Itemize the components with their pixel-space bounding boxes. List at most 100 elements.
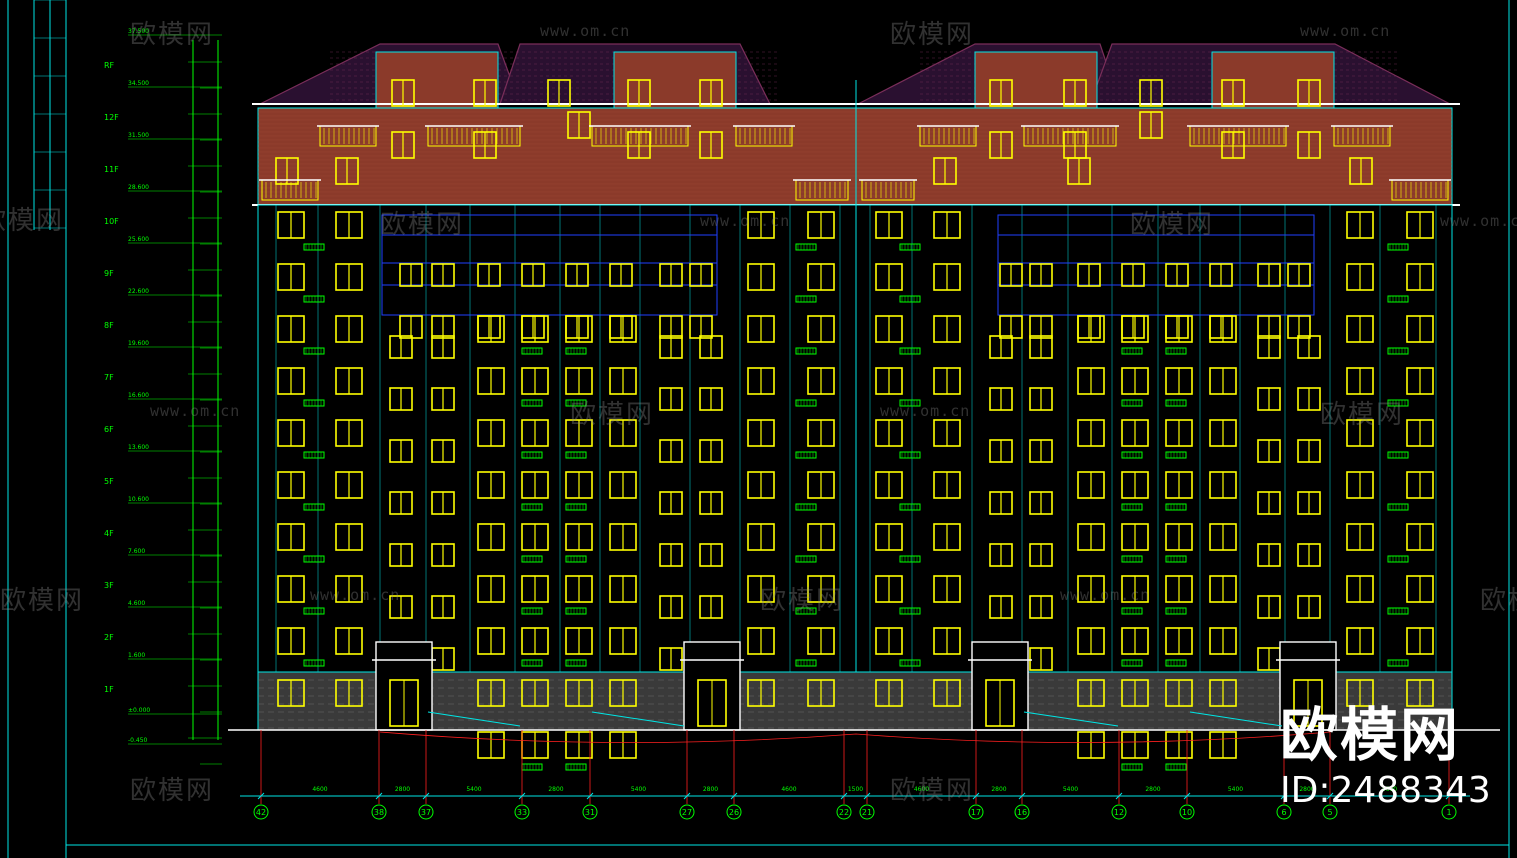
floor-label: 11F xyxy=(104,165,119,174)
balcony-rail xyxy=(565,763,587,771)
dimension-label: 2800 xyxy=(395,786,410,793)
axis-label: 27 xyxy=(682,808,692,817)
balcony-rail xyxy=(1165,503,1187,511)
brand-id: ID:2488343 xyxy=(1280,770,1491,811)
balcony-rail xyxy=(565,659,587,667)
brick-upper-floors xyxy=(257,107,1453,206)
balcony-rail xyxy=(899,503,921,511)
elevation-label: 19.600 xyxy=(128,340,149,347)
dimension-tick xyxy=(1445,792,1453,800)
balcony-rail xyxy=(1387,503,1409,511)
dimension-tick xyxy=(1115,792,1123,800)
elevation-scale: RF12F11F10F9F8F7F6F5F4F3F2F1F37.50034.50… xyxy=(104,28,222,765)
elevation-label: 28.600 xyxy=(128,184,149,191)
floor-label: 5F xyxy=(104,477,114,486)
balcony-rail xyxy=(795,243,817,251)
dimension-tick xyxy=(518,792,526,800)
axis-bubble xyxy=(1322,804,1338,820)
balcony-rail xyxy=(303,607,325,615)
dimension-label: 2800 xyxy=(991,786,1006,793)
dimension-label: 2800 xyxy=(703,786,718,793)
axis-label: 38 xyxy=(374,808,384,817)
dimension-tick xyxy=(586,792,594,800)
floor-label: RF xyxy=(104,61,115,70)
dimension-label: 1500 xyxy=(848,786,863,793)
dimension-label: 4600 xyxy=(312,786,327,793)
brand-badge: 欧模网 ID:2488343 xyxy=(1280,700,1500,812)
watermark-url: www.om.cn xyxy=(150,402,241,420)
balcony-rail xyxy=(899,295,921,303)
balcony-rail xyxy=(1121,607,1143,615)
watermark-text: 欧模网 xyxy=(760,586,845,616)
elevation-label: 7.600 xyxy=(128,548,145,555)
dimension-tick xyxy=(422,792,430,800)
axis-bubble xyxy=(1276,804,1292,820)
dimension-label: 4600 xyxy=(1382,786,1397,793)
balcony-rail xyxy=(795,347,817,355)
dimension-tick xyxy=(972,792,980,800)
dimension-label: 4600 xyxy=(781,786,796,793)
balcony-rail xyxy=(1387,347,1409,355)
dimension-label: 5400 xyxy=(1063,786,1078,793)
floor-label: 7F xyxy=(104,373,114,382)
axis-bubble xyxy=(968,804,984,820)
floor-label: 12F xyxy=(104,113,119,122)
balcony-rail xyxy=(565,347,587,355)
balcony-rail xyxy=(795,607,817,615)
watermark-url: www.om.cn xyxy=(1440,212,1517,230)
balcony-rail xyxy=(303,243,325,251)
dimension-label: 5400 xyxy=(631,786,646,793)
elevation-label: 13.600 xyxy=(128,444,149,451)
floor-label: 10F xyxy=(104,217,119,226)
balcony-rail xyxy=(899,607,921,615)
balcony-rail xyxy=(795,503,817,511)
elevation-label: 10.600 xyxy=(128,496,149,503)
elevation-label: 37.500 xyxy=(128,28,149,35)
balcony-rail xyxy=(1387,295,1409,303)
balcony-rail xyxy=(795,399,817,407)
watermark-url: www.om.cn xyxy=(880,402,971,420)
axis-label: 33 xyxy=(517,808,527,817)
axis-bubble xyxy=(253,804,269,820)
elevation-label: 31.500 xyxy=(128,132,149,139)
axis-label: 1 xyxy=(1446,808,1451,817)
balcony-rail xyxy=(303,347,325,355)
axis-bubble xyxy=(582,804,598,820)
dimension-label: 5400 xyxy=(1228,786,1243,793)
brand-name: 欧模网 xyxy=(1280,701,1461,769)
watermark-text: 欧模网 xyxy=(0,586,85,616)
balcony-rail xyxy=(899,659,921,667)
axis-label: 5 xyxy=(1327,808,1332,817)
balcony-rail xyxy=(1121,399,1143,407)
balcony-rail xyxy=(1121,763,1143,771)
axis-bubble xyxy=(1111,804,1127,820)
dimension-tick xyxy=(863,792,871,800)
dimension-tick xyxy=(1326,792,1334,800)
stone-plinth xyxy=(257,671,1453,731)
building-elevation xyxy=(228,43,1500,771)
axis-label: 26 xyxy=(729,808,739,817)
elevation-label: 4.600 xyxy=(128,600,145,607)
watermark-text: 欧模网 xyxy=(1480,586,1517,616)
axis-label: 16 xyxy=(1017,808,1027,817)
balcony-rail xyxy=(303,295,325,303)
balcony-rail xyxy=(795,451,817,459)
balcony-rail xyxy=(1387,399,1409,407)
axis-bubble xyxy=(1014,804,1030,820)
balcony-rail xyxy=(1387,451,1409,459)
axis-grid: 4246003828003754003328003154002728002646… xyxy=(240,730,1470,820)
elevation-label: ±0.000 xyxy=(128,707,150,714)
recess-frame xyxy=(381,214,718,316)
balcony-rail xyxy=(565,607,587,615)
watermark-text: 欧模网 xyxy=(0,206,65,236)
axis-label: 21 xyxy=(862,808,872,817)
balcony-rail xyxy=(303,659,325,667)
elevation-label: 1.600 xyxy=(128,652,145,659)
balcony-rail xyxy=(565,555,587,563)
watermark-text: 欧模网 xyxy=(130,20,215,50)
balcony-rail xyxy=(1165,607,1187,615)
recess-frame xyxy=(997,214,1315,316)
floor-label: 8F xyxy=(104,321,114,330)
dimension-tick xyxy=(730,792,738,800)
balcony-rail xyxy=(1165,347,1187,355)
